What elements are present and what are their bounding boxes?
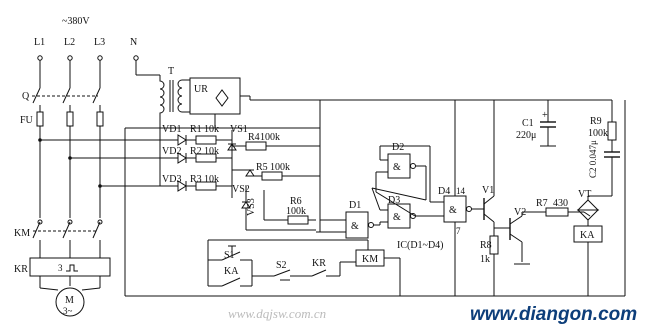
r5-resistor bbox=[261, 171, 283, 181]
vs2-label: VS2 bbox=[232, 184, 250, 195]
motor-circle bbox=[55, 287, 85, 317]
r2-value: 10k bbox=[204, 146, 219, 157]
rectifier-label: UR bbox=[194, 84, 208, 95]
ic-pin-14: 14 bbox=[456, 186, 466, 196]
r7-value: 430 bbox=[553, 198, 568, 209]
latch-wiring bbox=[371, 100, 456, 296]
km-coil-label: KM bbox=[362, 254, 378, 265]
supply-voltage-label: ~380V bbox=[62, 16, 90, 27]
r2-label: R2 bbox=[190, 146, 202, 157]
r3-value: 10k bbox=[204, 174, 219, 185]
motor-label: M bbox=[65, 295, 74, 306]
r8-label: R8 bbox=[480, 240, 492, 251]
r3-label: R3 bbox=[190, 174, 202, 185]
transformer-label: T bbox=[168, 66, 174, 77]
gate-d1-label: D1 bbox=[349, 200, 361, 211]
s1-label: S1 bbox=[224, 250, 235, 261]
r9-value: 100k bbox=[588, 128, 608, 139]
r7-resistor bbox=[545, 207, 569, 217]
r6-value: 100k bbox=[286, 206, 306, 217]
r8-value: 1k bbox=[480, 254, 490, 265]
ic-label: IC(D1~D4) bbox=[397, 240, 444, 251]
r1-label: R1 bbox=[190, 124, 202, 135]
motor-phase-label: 3~ bbox=[63, 306, 73, 316]
transistor-v2 bbox=[494, 212, 530, 265]
c1-value: 220μ bbox=[516, 130, 536, 141]
vs3-label: VS3 bbox=[246, 198, 257, 216]
transformer-t bbox=[159, 75, 183, 133]
faint-watermark: www.dqjsw.com.cn bbox=[228, 306, 326, 321]
r4-value: 100k bbox=[260, 132, 280, 143]
fuse-fu-label: FU bbox=[20, 115, 34, 126]
stop-button-s2[interactable] bbox=[252, 269, 302, 281]
r9-resistor bbox=[607, 121, 617, 141]
site-watermark: www.diangon.com bbox=[470, 304, 637, 325]
r4-resistor bbox=[245, 141, 267, 151]
thermal-relay-label: KR bbox=[14, 264, 28, 275]
v1-label: V1 bbox=[482, 185, 494, 196]
vd3-label: VD3 bbox=[162, 174, 181, 185]
ka-relay-contact bbox=[207, 260, 253, 287]
ka-contact-label: KA bbox=[224, 266, 239, 277]
triac-vt bbox=[576, 195, 612, 226]
supply-terminals bbox=[37, 55, 139, 61]
triac-label: VT bbox=[578, 189, 591, 200]
r5-label: R5 bbox=[256, 162, 268, 173]
ka-coil-label: KA bbox=[580, 230, 595, 241]
thermal-relay-mark: 3 bbox=[58, 263, 63, 273]
c2-label: C2 0.047μ bbox=[588, 140, 598, 178]
kr-contact-label: KR bbox=[312, 258, 326, 269]
phase-l2-label: L2 bbox=[64, 37, 75, 48]
vs1-label: VS1 bbox=[230, 124, 248, 135]
v2-label: V2 bbox=[514, 207, 526, 218]
gate-d1-symbol: & bbox=[351, 221, 359, 232]
transistor-v1 bbox=[471, 100, 495, 228]
sense-channel-2 bbox=[160, 152, 232, 164]
zener-vs2-icon bbox=[245, 169, 255, 177]
r4-label: R4 bbox=[248, 132, 260, 143]
vd2-label: VD2 bbox=[162, 146, 181, 157]
capacitor-c2 bbox=[604, 151, 620, 196]
r7-label: R7 bbox=[536, 198, 548, 209]
r1-value: 10k bbox=[204, 124, 219, 135]
r6-label: R6 bbox=[290, 196, 302, 207]
c1-plus-mark: + bbox=[542, 110, 548, 121]
gate-d3-symbol: & bbox=[393, 212, 401, 223]
phase-l1-label: L1 bbox=[34, 37, 45, 48]
sense-channel-3 bbox=[160, 170, 233, 198]
sense-channel-1 bbox=[160, 130, 233, 170]
c1-label: C1 bbox=[522, 118, 534, 129]
gate-d4-symbol: & bbox=[449, 205, 457, 216]
bridge-icon bbox=[215, 89, 229, 107]
thermal-element-icon bbox=[66, 264, 78, 272]
phase-conductors bbox=[32, 60, 104, 218]
start-button-s1[interactable] bbox=[208, 245, 252, 261]
gate-d2-symbol: & bbox=[393, 162, 401, 173]
motor-leads bbox=[39, 276, 101, 291]
r6-resistor bbox=[287, 215, 309, 225]
gate-d4-label: D4 bbox=[438, 186, 450, 197]
kr-overload-contact bbox=[302, 261, 356, 277]
gate-d3-label: D3 bbox=[388, 195, 400, 206]
neutral-label: N bbox=[130, 37, 137, 48]
km-contacts-label: KM bbox=[14, 228, 30, 239]
switch-q-label: Q bbox=[22, 91, 30, 102]
vd1-label: VD1 bbox=[162, 124, 181, 135]
s2-label: S2 bbox=[276, 260, 287, 271]
km-main-contacts bbox=[32, 219, 103, 258]
r5-value: 100k bbox=[270, 162, 290, 173]
capacitor-c1 bbox=[540, 100, 556, 147]
gate-d2-label: D2 bbox=[392, 142, 404, 153]
sense-taps bbox=[38, 138, 160, 188]
r9-label: R9 bbox=[590, 116, 602, 127]
ic-pin-7: 7 bbox=[456, 226, 461, 236]
zener-vs1-icon bbox=[227, 143, 237, 151]
phase-l3-label: L3 bbox=[94, 37, 105, 48]
